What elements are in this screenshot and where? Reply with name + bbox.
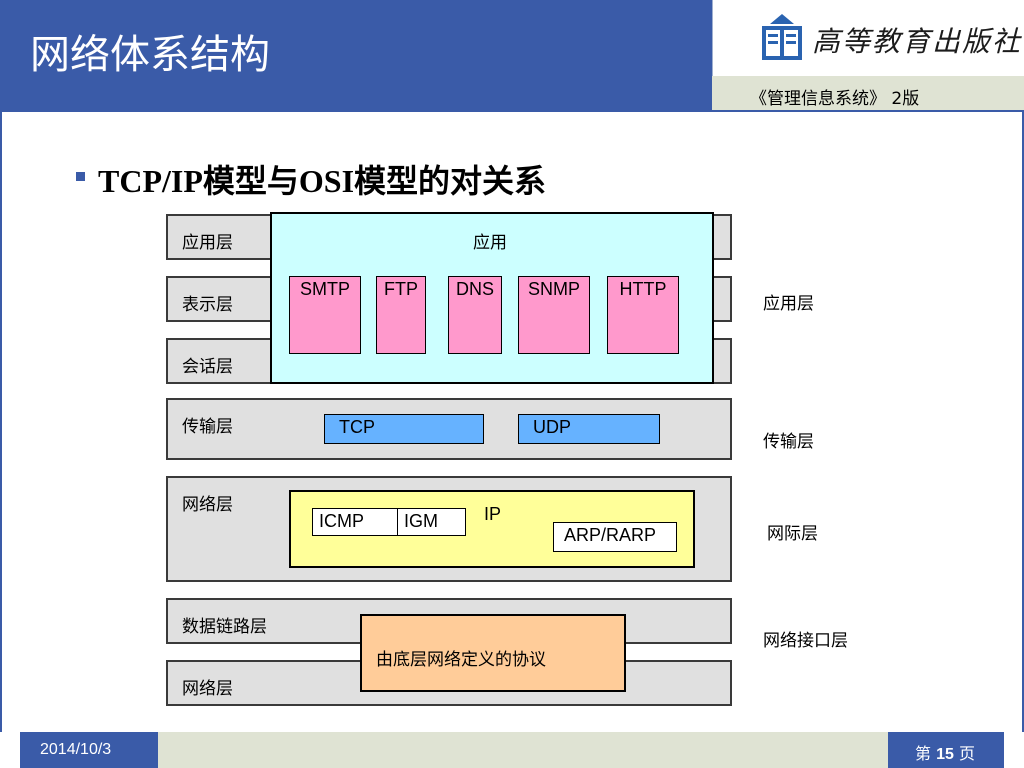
page-suffix: 页	[959, 744, 976, 763]
slide-subtitle: TCP/IP模型与OSI模型的对关系	[98, 163, 547, 199]
protocol-igm: IGM	[397, 508, 466, 536]
page-title: 网络体系结构	[30, 32, 270, 78]
tcpip-label-internet: 网际层	[767, 524, 818, 544]
edition-bar	[712, 76, 1024, 110]
title-bar	[0, 0, 712, 110]
header-divider	[0, 110, 1024, 112]
osi-label: 传输层	[182, 417, 233, 437]
right-border	[1022, 112, 1024, 732]
page-number-value: 15	[936, 746, 954, 763]
footer-page-bar	[888, 732, 1004, 768]
protocol-icmp: ICMP	[312, 508, 398, 536]
osi-label: 表示层	[182, 295, 233, 315]
protocol-ftp: FTP	[376, 276, 426, 354]
lower-protocols-label: 由底层网络定义的协议	[376, 650, 546, 670]
protocol-smtp: SMTP	[289, 276, 361, 354]
protocol-snmp: SNMP	[518, 276, 590, 354]
protocol-tcp: TCP	[324, 414, 484, 444]
page-prefix: 第	[915, 744, 932, 763]
protocol-arp-rarp: ARP/RARP	[553, 522, 677, 552]
tcpip-label-network-interface: 网络接口层	[763, 631, 848, 651]
footer-date: 2014/10/3	[40, 741, 112, 758]
edition-label: 《管理信息系统》 2版	[750, 89, 920, 109]
page-number: 第 15 页	[915, 740, 975, 764]
tcpip-label-transport: 传输层	[763, 432, 814, 452]
protocol-udp: UDP	[518, 414, 660, 444]
application-box-label: 应用	[473, 233, 507, 253]
publisher-name: 高等教育出版社	[812, 25, 1023, 58]
protocol-http: HTTP	[607, 276, 679, 354]
osi-label: 数据链路层	[182, 617, 267, 637]
bullet-icon	[76, 172, 85, 181]
footer-middle-bar	[158, 732, 888, 768]
osi-label: 应用层	[182, 233, 233, 253]
tcpip-label-application: 应用层	[763, 294, 814, 314]
lower-protocols-box	[360, 614, 626, 692]
osi-label: 会话层	[182, 357, 233, 377]
osi-label: 网络层	[182, 495, 233, 515]
footer-date-bar	[20, 732, 158, 768]
left-border	[0, 112, 2, 732]
ip-box-label: IP	[484, 504, 502, 524]
osi-label: 网络层	[182, 679, 233, 699]
protocol-dns: DNS	[448, 276, 502, 354]
publisher-logo-icon	[762, 14, 802, 60]
